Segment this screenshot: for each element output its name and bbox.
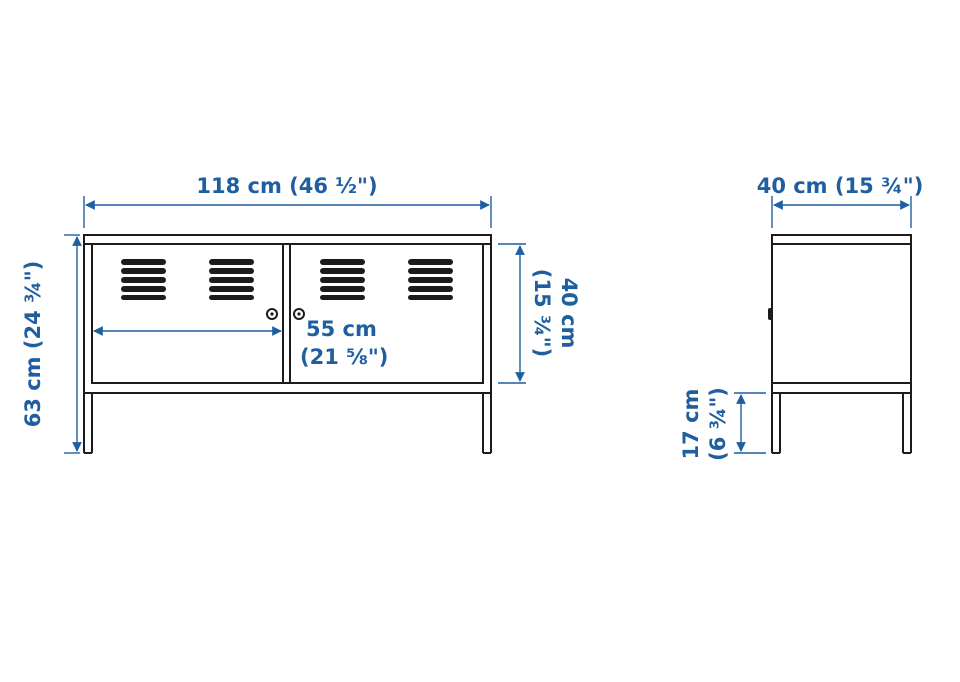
lock-icon	[293, 308, 305, 320]
side-legs	[771, 393, 912, 454]
side-handle-nub	[768, 308, 772, 320]
side-cabinet-outline	[771, 234, 912, 394]
cabinet-height-dimension: 40 cm (15 ¾")	[498, 243, 581, 384]
door-width-label-cm: 55 cm	[306, 317, 377, 341]
leg-height-label-in: (6 ¾")	[706, 387, 730, 461]
right-door	[289, 243, 484, 384]
left-door	[91, 243, 284, 384]
side-view: 40 cm (15 ¾") 17 cm (6 ¾")	[679, 174, 923, 461]
overall-height-label: 63 cm (24 ¾")	[21, 261, 45, 428]
leg-height-label-cm: 17 cm	[679, 389, 703, 460]
door-width-label-in: (21 ⅝")	[300, 345, 388, 369]
overall-width-dimension: 118 cm (46 ½")	[83, 174, 492, 228]
door-width-dimension: 55 cm (21 ⅝")	[93, 317, 388, 369]
front-view: 118 cm (46 ½") 63 cm (24 ¾") 40 cm (15 ¾…	[21, 174, 581, 454]
lock-icon	[266, 308, 278, 320]
leg-height-dimension: 17 cm (6 ¾")	[679, 387, 766, 461]
front-legs	[83, 393, 492, 454]
overall-width-label: 118 cm (46 ½")	[196, 174, 377, 198]
right-door-vents	[320, 259, 453, 300]
depth-label: 40 cm (15 ¾")	[757, 174, 924, 198]
cabinet-height-label-cm: 40 cm	[557, 278, 581, 349]
cabinet-height-label-in: (15 ¾")	[530, 269, 554, 357]
left-door-vents	[121, 259, 254, 300]
overall-height-dimension: 63 cm (24 ¾")	[21, 234, 82, 454]
front-cabinet-outline	[83, 234, 492, 394]
depth-dimension: 40 cm (15 ¾")	[757, 174, 924, 228]
